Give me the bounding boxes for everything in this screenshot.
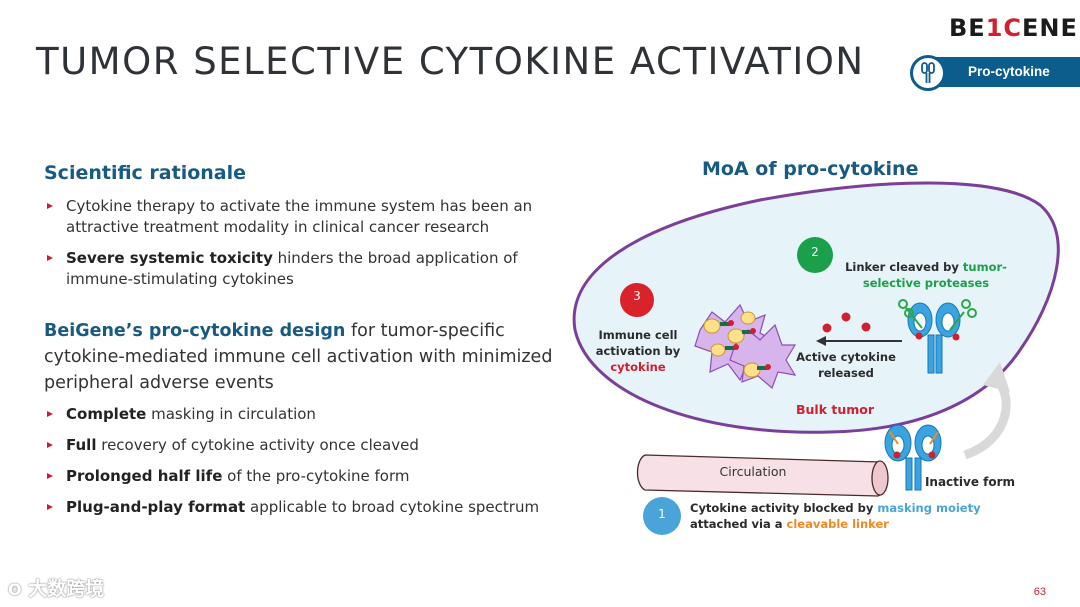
watermark-logo-icon: ʘ [8, 580, 22, 599]
blocked-label: Cytokine activity blocked by masking moi… [690, 501, 981, 531]
active-cytokine-label: Active cytokine released [796, 350, 896, 380]
step-1-badge: 1 [643, 497, 681, 535]
linker-marks [889, 431, 939, 445]
cleaved-antibody [907, 302, 961, 374]
masked-cytokine-dots [893, 451, 936, 459]
rationale-heading: Scientific rationale [44, 162, 247, 184]
design-paragraph: BeiGene’s pro-cytokine design for tumor-… [44, 321, 553, 393]
step-2-badge: 2 [797, 237, 833, 273]
circulation-label: Circulation [719, 464, 787, 479]
page-number: 63 [1033, 586, 1046, 598]
return-arrow-head [983, 362, 1010, 392]
tag-label: Pro-cytokine [968, 64, 1050, 79]
inactive-form-label: Inactive form [924, 475, 1016, 489]
list-item: Complete masking in circulation [46, 404, 566, 425]
step-3-badge: 3 [620, 283, 654, 317]
antibody-cytokine-dots [915, 332, 960, 341]
cytokine-blobs [703, 311, 761, 378]
list-item: Full recovery of cytokine activity once … [46, 435, 566, 456]
antibody-icon [910, 55, 946, 91]
bound-cytokine-dots [728, 320, 771, 370]
list-item: Severe systemic toxicity hinders the bro… [46, 248, 546, 290]
scissors-icon [898, 299, 977, 331]
released-cytokines [822, 312, 871, 333]
bulk-tumor-label: Bulk tumor [795, 402, 875, 417]
release-arrow-head [816, 336, 826, 346]
rationale-list: Cytokine therapy to activate the immune … [46, 196, 546, 290]
list-item: Prolonged half life of the pro-cytokine … [46, 466, 566, 487]
receptor-marks [720, 322, 767, 370]
watermark: ʘ 大数跨境 [8, 578, 105, 600]
design-list: Complete masking in circulation Full rec… [46, 404, 566, 518]
list-item: Plug-and-play format applicable to broad… [46, 497, 566, 518]
linker-label: Linker cleaved by tumor-selective protea… [845, 260, 1007, 290]
pro-cytokine-tag: Pro-cytokine [910, 55, 1080, 91]
moa-heading: MoA of pro-cytokine [702, 158, 919, 180]
list-item: Cytokine therapy to activate the immune … [46, 196, 546, 238]
page-title: TUMOR SELECTIVE CYTOKINE ACTIVATION [36, 40, 865, 83]
beigene-logo: BE1CENE [949, 14, 1078, 42]
